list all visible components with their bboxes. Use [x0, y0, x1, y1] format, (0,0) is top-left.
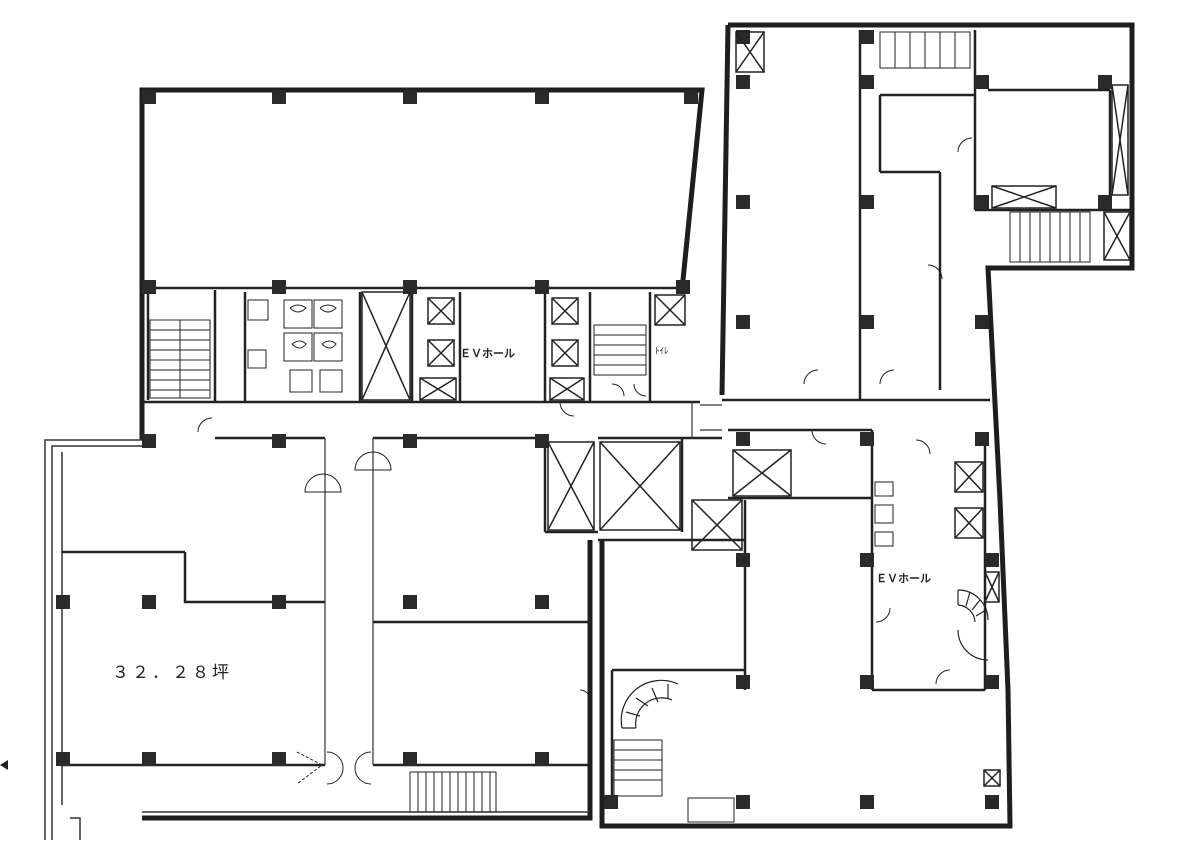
toilet-fixtures — [247, 299, 894, 547]
wc-label: ﾄｲﾚ — [655, 347, 669, 357]
ev-hall-label-left: ＥＶホール — [460, 347, 515, 360]
area-label: ３２．２８坪 — [112, 663, 232, 683]
ev-hall-label-right: ＥＶホール — [876, 572, 931, 585]
spiral-stairs — [620, 589, 989, 729]
column-markers — [56, 30, 1112, 809]
stairs — [149, 31, 1091, 823]
door-swings — [197, 137, 973, 785]
north-arrow-icon — [0, 760, 8, 770]
left-strip-wall — [44, 439, 590, 840]
exterior-walls — [139, 22, 1135, 829]
interior-walls — [62, 30, 1132, 800]
elevator-shafts — [361, 31, 1131, 787]
